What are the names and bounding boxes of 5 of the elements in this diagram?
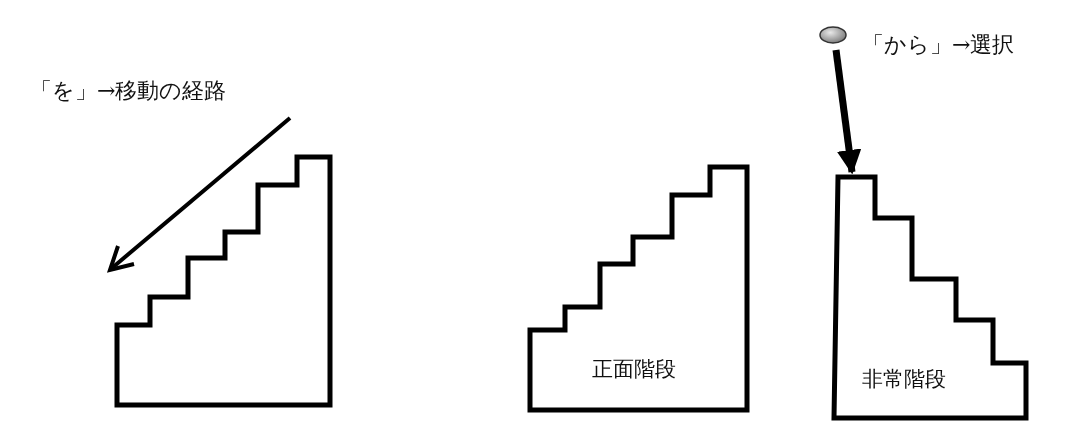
annotation-text: 「を」→移動の経路 [30,77,227,105]
staircase-label: 正面階段 [592,356,676,383]
arrow [832,49,862,175]
annotation-text: 「から」→選択 [862,31,1015,59]
staircase-label: 非常階段 [862,366,946,393]
